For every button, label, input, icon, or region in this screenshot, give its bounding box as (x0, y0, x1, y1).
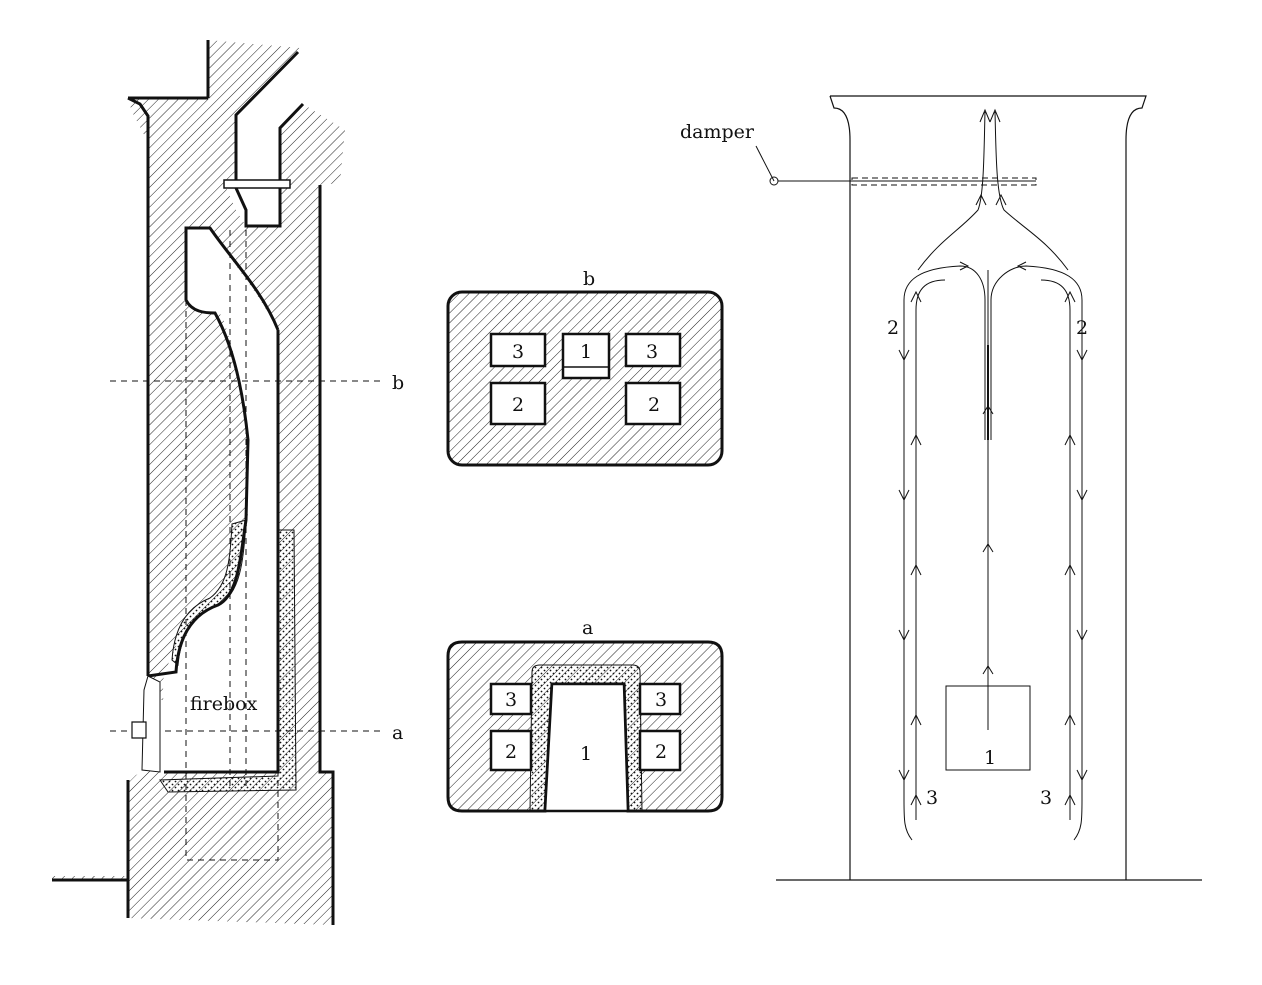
section-a-label-3-right: 3 (655, 689, 667, 711)
section-b-label-2-right: 2 (648, 394, 660, 416)
section-b-flue-3-left (489, 332, 547, 368)
section-a-lining (529, 664, 643, 813)
section-a: a 3 3 2 1 2 (446, 617, 724, 813)
section-b-title: b (583, 268, 595, 290)
section-a-label-3-left: 3 (505, 689, 517, 711)
section-b-label-1: 1 (580, 341, 592, 363)
flow-merge-left (917, 111, 986, 271)
inner-chamber (163, 228, 278, 772)
section-a-label-1: 1 (580, 743, 592, 765)
section-b-flue-3-right (624, 332, 682, 368)
flow-merge-right (994, 111, 1069, 271)
section-a-flue-2-right (638, 729, 682, 772)
flue-throat (234, 187, 282, 228)
cut-b-label: b (392, 372, 404, 394)
section-b-flue-1 (561, 332, 611, 380)
flow-side-arrows (898, 261, 1088, 806)
door-handle (131, 721, 147, 739)
flow-left-inner (915, 279, 946, 820)
section-a-title: a (582, 617, 593, 639)
flow-label-2-left: 2 (887, 317, 899, 339)
flow-label-3-left: 3 (926, 787, 938, 809)
flow-diagram: damper 1 (680, 95, 1202, 881)
firebox-label: firebox (190, 693, 258, 715)
damper-label: damper (680, 121, 755, 143)
firebrick-baffle (171, 519, 247, 667)
flow-label-1: 1 (984, 747, 996, 769)
flue-outline-left (234, 50, 300, 180)
firebrick-lining (159, 529, 297, 793)
damper-plate (223, 179, 291, 189)
section-b-label-3-right: 3 (646, 341, 658, 363)
back-wall-outline (318, 185, 335, 925)
flow-right-inner (1040, 279, 1071, 820)
section-a-flue-3-left (489, 682, 533, 716)
flue-outline-right (278, 102, 305, 183)
section-a-flue-2-left (489, 729, 533, 772)
section-b-flue-2-left (489, 381, 547, 426)
flow-right-outer (990, 265, 1083, 841)
section-a-label-2-right: 2 (655, 741, 667, 763)
section-b-label-3-left: 3 (512, 341, 524, 363)
front-wall-outline (127, 96, 150, 676)
flow-left-outer (903, 265, 986, 841)
section-b: b 3 1 3 2 2 (446, 268, 724, 467)
firebox-door (141, 675, 161, 773)
firebox-space (150, 700, 278, 772)
section-a-label-2-left: 2 (505, 741, 517, 763)
flow-stove-outline-right (830, 95, 1147, 880)
damper-leader (755, 145, 775, 182)
stove-masonry (52, 40, 345, 925)
flow-label-2-right: 2 (1076, 317, 1088, 339)
flow-top-arrows (975, 108, 1007, 206)
side-section: firebox b a (52, 40, 404, 925)
flow-stove-outline-left (829, 95, 851, 880)
section-b-flue-2-right (624, 381, 682, 426)
section-b-label-2-left: 2 (512, 394, 524, 416)
section-a-flue-3-right (638, 682, 682, 716)
damper-plate-flow (851, 177, 1037, 186)
cut-a-label: a (392, 722, 403, 744)
chamber-top-outline (184, 226, 280, 331)
flow-label-3-right: 3 (1040, 787, 1052, 809)
